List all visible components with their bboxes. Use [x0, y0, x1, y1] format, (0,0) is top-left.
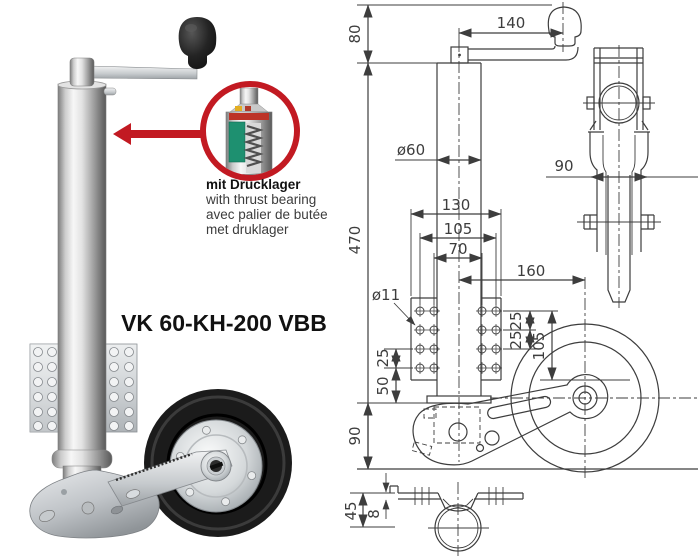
dim-label: 105	[530, 332, 548, 361]
crank-drawing	[450, 6, 582, 64]
dim-tube-diameter: ø60	[395, 141, 482, 165]
front-elevation	[357, 6, 698, 473]
inset-spring	[243, 124, 264, 168]
inset-caption: mit Drucklager with thrust bearing avec …	[205, 177, 328, 237]
plate-holes-drawing	[414, 305, 502, 374]
inset-pointer-arrow	[113, 123, 204, 145]
crank-hub	[69, 57, 95, 87]
dim-wheel-width: 90	[546, 157, 698, 182]
product-name: VK 60-KH-200 VBB	[121, 310, 327, 336]
knob-outline	[547, 6, 582, 47]
dim-label: 160	[517, 262, 546, 280]
arm-serration	[115, 452, 193, 482]
dim-label: 45	[342, 501, 360, 520]
wheel-inner-circle	[528, 341, 642, 455]
dim-label: 70	[448, 240, 467, 258]
dim-label: 105	[444, 220, 473, 238]
clamp-saddle	[437, 492, 479, 512]
rim-bolts	[175, 425, 257, 507]
dim-label: 140	[497, 14, 526, 32]
technical-drawing: 80 470 140 ø60 130	[342, 2, 698, 556]
dim-clamp-height: 45	[342, 492, 395, 528]
detail-inset	[113, 81, 300, 181]
dim-hole-span-outer: 105	[419, 220, 497, 305]
dim-hole-diameter: ø11	[372, 286, 416, 326]
dim-label: 50	[374, 376, 392, 395]
dim-label: 25	[507, 330, 525, 349]
dim-label: 25	[374, 348, 392, 367]
axle-front	[577, 214, 661, 230]
dim-swivel-height: 90	[346, 402, 373, 470]
dim-label: 90	[346, 426, 364, 445]
dim-label: 130	[442, 196, 471, 214]
dim-label: 25	[507, 311, 525, 330]
side-elevation	[577, 47, 661, 303]
dim-hole-pitch-right: 25 25	[503, 310, 558, 350]
product-photo: mit Drucklager with thrust bearing avec …	[29, 17, 328, 539]
arm-slot	[487, 395, 552, 420]
tube-collar	[51, 449, 113, 469]
clamp-section	[389, 485, 524, 552]
caption-line-nl: met druklager	[206, 222, 289, 237]
tire-front-outline	[607, 175, 631, 303]
swivel-drawing	[411, 323, 660, 473]
inset-cutaway	[225, 87, 273, 175]
dim-label: 470	[346, 226, 364, 255]
caption-line-de: mit Drucklager	[206, 177, 301, 192]
inset-bearing-green	[228, 121, 246, 163]
plate-drawing	[410, 297, 502, 381]
caption-line-fr: avec palier de butée	[206, 207, 328, 222]
dim-label: ø60	[397, 141, 425, 159]
dimensions: 80 470 140 ø60 130	[342, 4, 698, 528]
pivot-hole	[448, 422, 468, 442]
caption-line-en: with thrust bearing	[205, 192, 316, 207]
plate-holes	[33, 347, 134, 431]
dim-hole-span-inner: 70	[433, 240, 483, 305]
swivel-arm-outline	[412, 374, 609, 466]
dim-wheel-offset: 160	[458, 262, 586, 285]
clamp-ticks	[414, 487, 504, 505]
dim-hole-edge-left: 50	[357, 367, 491, 404]
dim-clamp-plate-thickness: 8	[365, 473, 390, 519]
dim-label: 90	[554, 157, 573, 175]
dim-crank-radius: 140	[458, 14, 564, 47]
dim-label: 8	[365, 509, 383, 519]
swivel-housing-photo	[29, 449, 233, 539]
dim-overall-height: 470	[346, 62, 373, 470]
dim-hole-pitch-left: 25	[374, 348, 413, 369]
dim-label: 80	[346, 24, 364, 43]
crank-handle-photo	[69, 17, 217, 87]
dim-axle-drop: 105	[530, 310, 630, 381]
dim-label: ø11	[372, 286, 400, 304]
inset-thrust-washer	[229, 113, 269, 120]
wheel-outer-circle	[510, 323, 660, 473]
tube-pin	[103, 87, 117, 96]
